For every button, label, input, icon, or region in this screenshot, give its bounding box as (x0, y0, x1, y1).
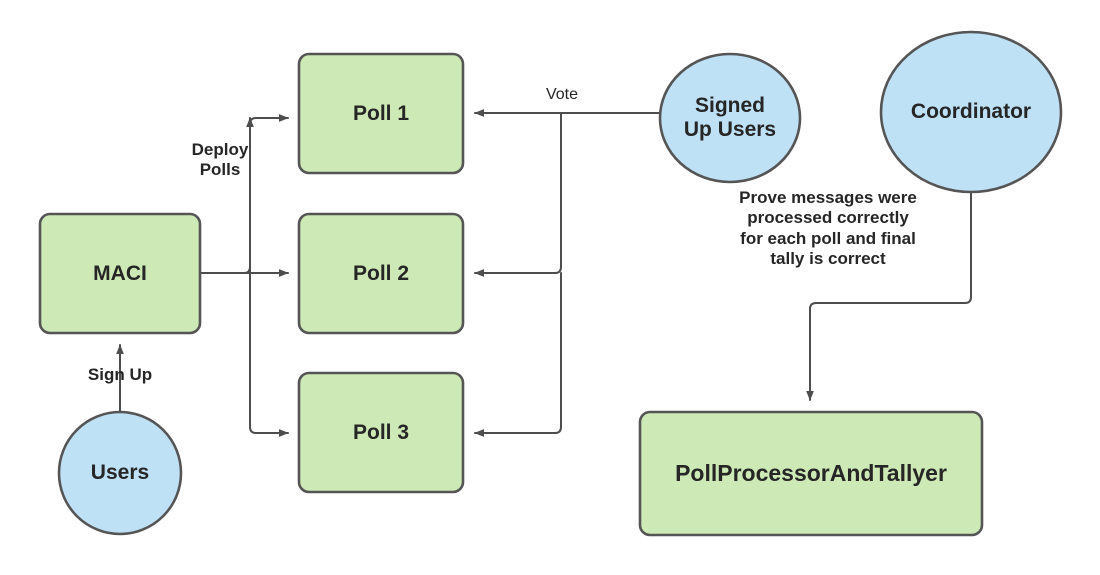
node-poll2[interactable] (297, 212, 465, 335)
node-users[interactable] (57, 410, 183, 536)
node-poll1[interactable] (297, 52, 465, 175)
node-poll-processor-and-tallyer[interactable] (638, 410, 984, 537)
edge-vote-branch-poll3 (474, 272, 562, 437)
edge-vote-branch-poll2 (474, 112, 562, 277)
edge-maci-branch-down (249, 272, 289, 437)
edge-coordinator-to-pollprocessor (806, 191, 972, 401)
edge-maci-to-poll1 (199, 117, 254, 274)
node-signed-up-users[interactable] (658, 52, 802, 184)
node-poll3[interactable] (297, 371, 465, 494)
edge-maci-branch-up (199, 114, 289, 274)
node-coordinator[interactable] (879, 30, 1063, 194)
node-maci[interactable] (38, 212, 202, 335)
